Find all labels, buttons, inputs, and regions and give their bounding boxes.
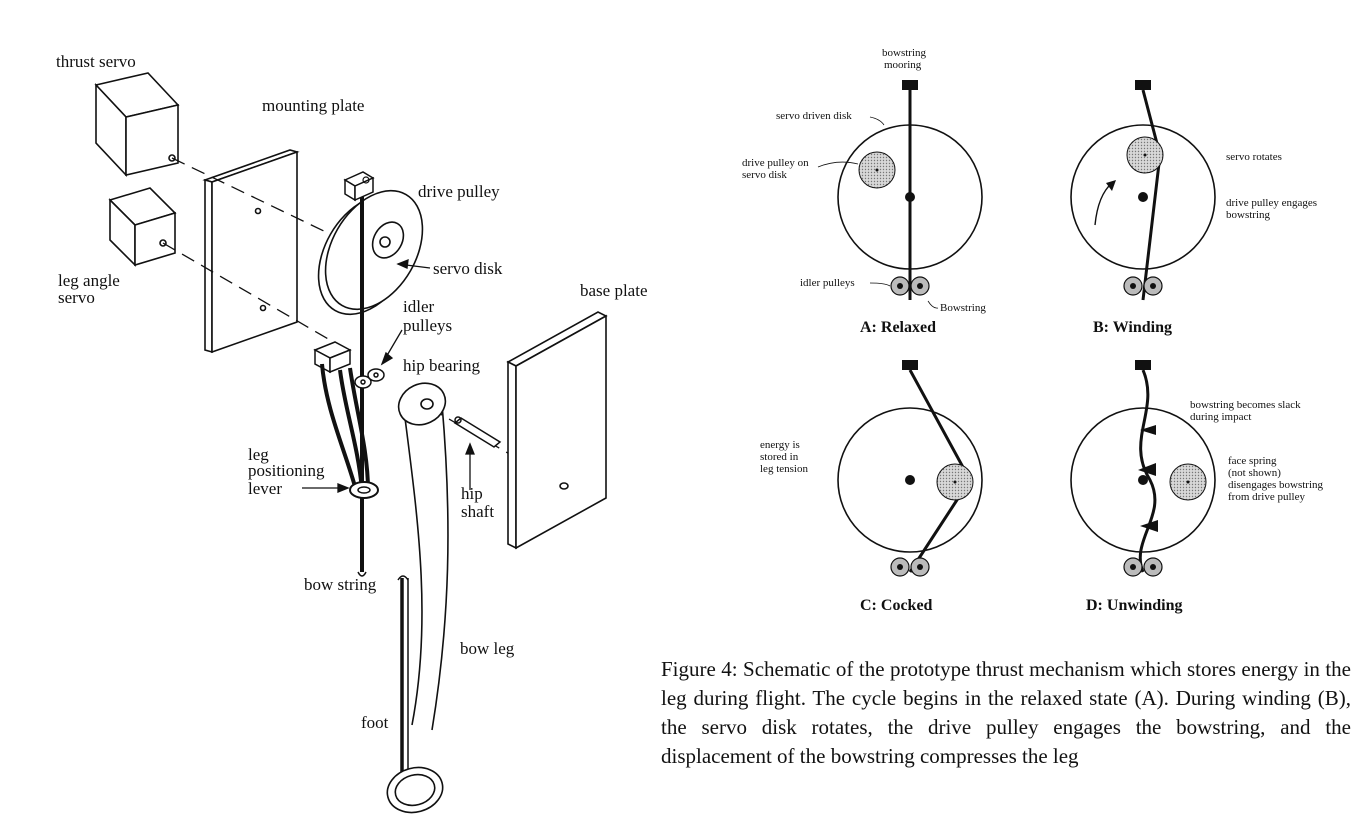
leg-angle-servo-box bbox=[108, 187, 177, 267]
foot bbox=[386, 766, 444, 814]
idler-pulleys-a bbox=[890, 276, 930, 296]
caption-d-unwinding: D: Unwinding bbox=[1086, 597, 1182, 614]
label-energy-stored-line2: stored in bbox=[760, 451, 799, 463]
exploded-mechanism-drawing: thrust servo mounting plate drive pulley… bbox=[56, 52, 648, 814]
panel-b-winding: servo rotates drive pulley engages bowst… bbox=[1070, 80, 1317, 336]
label-face-spring-line3: disengages bowstring bbox=[1228, 479, 1324, 491]
label-bowstring: Bowstring bbox=[940, 302, 986, 314]
label-face-spring: face spring bbox=[1228, 455, 1277, 467]
label-idler-pulleys-line2: pulleys bbox=[403, 316, 452, 335]
label-leg-angle-servo: leg angle bbox=[58, 271, 120, 290]
bow-leg bbox=[397, 382, 449, 731]
label-face-spring-line2: (not shown) bbox=[1228, 467, 1281, 479]
label-idler-pulleys: idler pulleys bbox=[800, 277, 855, 289]
panel-d-unwinding: bowstring becomes slack during impact fa… bbox=[1070, 360, 1324, 614]
label-bow-leg: bow leg bbox=[460, 639, 515, 658]
label-leg-positioning-lever: leg bbox=[248, 445, 269, 464]
caption-b-winding: B: Winding bbox=[1093, 319, 1172, 336]
label-hip-shaft-line2: shaft bbox=[461, 502, 494, 521]
caption-c-cocked: C: Cocked bbox=[860, 597, 933, 614]
panel-a-relaxed: bowstring mooring servo driven disk driv… bbox=[742, 47, 986, 336]
label-base-plate: base plate bbox=[580, 281, 648, 300]
label-face-spring-line4: from drive pulley bbox=[1228, 491, 1305, 503]
label-bowstring-slack: bowstring becomes slack bbox=[1190, 399, 1301, 411]
idler-pulleys-b bbox=[1123, 276, 1163, 296]
label-energy-stored-line3: leg tension bbox=[760, 463, 808, 475]
label-drive-pulley-engages: drive pulley engages bbox=[1226, 197, 1317, 209]
base-plate bbox=[506, 311, 608, 550]
label-hip-bearing: hip bearing bbox=[403, 356, 480, 375]
caption-a-relaxed: A: Relaxed bbox=[860, 319, 936, 336]
label-bow-string: bow string bbox=[304, 575, 377, 594]
hip-shaft bbox=[453, 416, 502, 448]
label-leg-angle-servo-line2: servo bbox=[58, 288, 95, 307]
mounting-plate bbox=[202, 149, 300, 354]
label-leg-positioning-lever-line2: positioning bbox=[248, 461, 325, 480]
label-idler-pulleys: idler bbox=[403, 297, 434, 316]
label-bowstring-slack-line2: during impact bbox=[1190, 411, 1251, 423]
label-drive-pulley-engages-line2: bowstring bbox=[1226, 209, 1271, 221]
label-servo-disk: servo disk bbox=[433, 259, 503, 278]
label-energy-stored: energy is bbox=[760, 439, 800, 451]
servo-disk bbox=[317, 189, 424, 316]
alignment-axes bbox=[162, 157, 564, 486]
label-servo-rotates: servo rotates bbox=[1226, 151, 1282, 163]
label-drive-pulley-on-servo-disk: drive pulley on bbox=[742, 157, 809, 169]
label-servo-driven-disk: servo driven disk bbox=[776, 110, 852, 122]
label-thrust-servo: thrust servo bbox=[56, 52, 136, 71]
label-hip-shaft: hip bbox=[461, 484, 483, 503]
leg-positioning-lever bbox=[313, 341, 379, 499]
thrust-servo-box bbox=[94, 72, 180, 178]
label-drive-pulley-on-servo-disk-line2: servo disk bbox=[742, 169, 787, 181]
idler-pulleys-left bbox=[354, 368, 385, 389]
idler-pulleys-d bbox=[1123, 557, 1163, 577]
figure-caption: Figure 4: Schematic of the prototype thr… bbox=[661, 657, 1351, 768]
label-mounting-plate: mounting plate bbox=[262, 96, 364, 115]
label-foot: foot bbox=[361, 713, 389, 732]
label-bowstring-mooring: bowstring bbox=[882, 47, 927, 59]
label-leg-positioning-lever-line3: lever bbox=[248, 479, 282, 498]
label-bowstring-mooring-line2: mooring bbox=[884, 59, 922, 71]
panel-c-cocked: energy is stored in leg tension C: Cocke… bbox=[760, 360, 983, 614]
leader-arrows bbox=[302, 258, 475, 493]
label-drive-pulley: drive pulley bbox=[418, 182, 500, 201]
idler-pulleys-c bbox=[890, 557, 930, 577]
